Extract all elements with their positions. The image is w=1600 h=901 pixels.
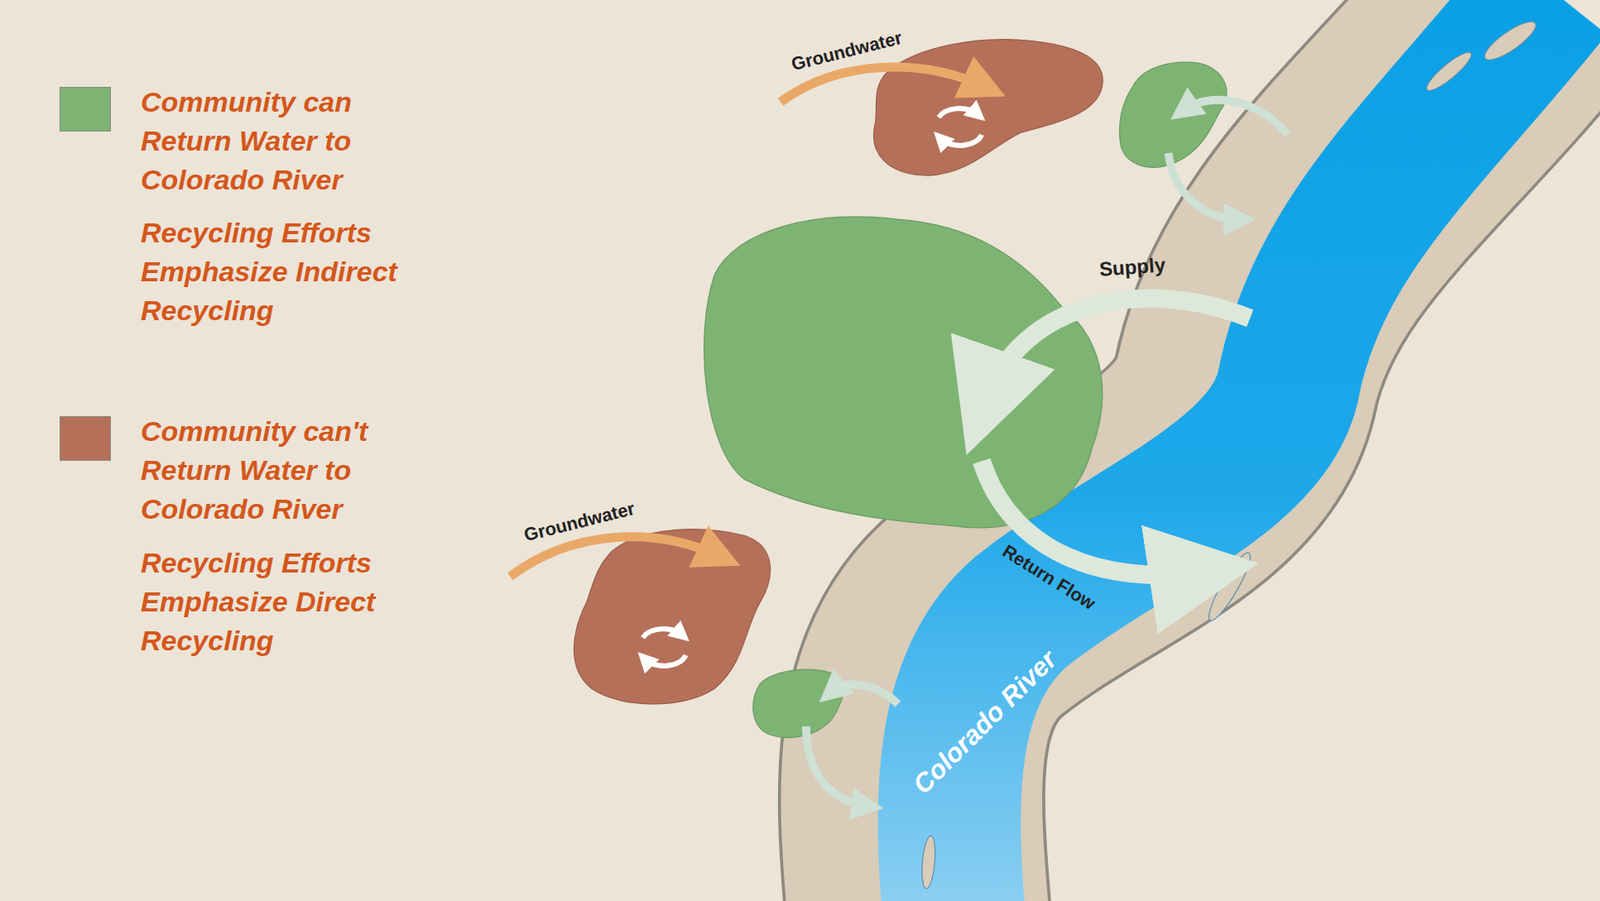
legend-note: Recycling Efforts Emphasize Indirect Rec… — [140, 213, 423, 331]
legend-text: Community can Return Water to Colorado R… — [140, 82, 423, 200]
flow-label: Supply — [1098, 253, 1167, 282]
legend-text: Community can't Return Water to Colorado… — [140, 412, 423, 529]
legend-swatch — [59, 416, 111, 462]
legend-swatch — [59, 86, 111, 132]
legend-note: Recycling Efforts Emphasize Direct Recyc… — [140, 543, 423, 661]
